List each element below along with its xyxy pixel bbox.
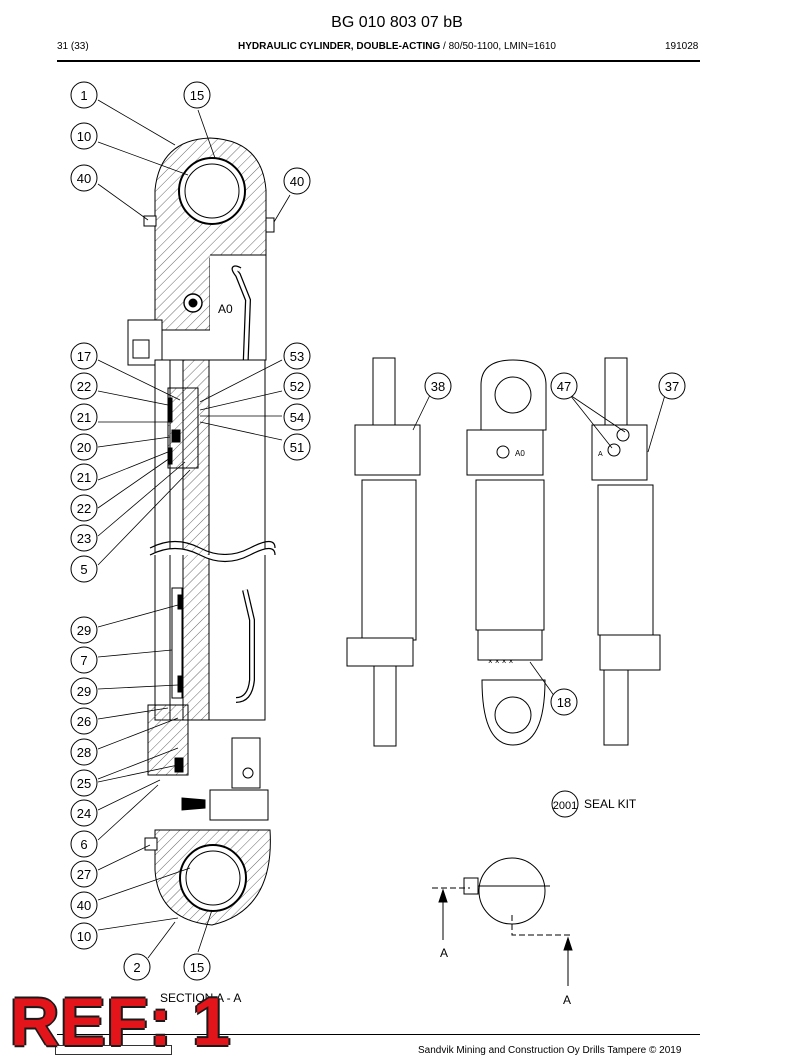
callout-balloon <box>70 860 98 888</box>
callout-balloon <box>70 677 98 705</box>
callout-balloon <box>183 81 211 109</box>
callout-label: 21 <box>77 470 91 485</box>
section-caption: SECTION A - A <box>160 991 242 1005</box>
callout-balloon <box>70 164 98 192</box>
callout-label: 17 <box>77 349 91 364</box>
port-label: A0 <box>218 302 233 316</box>
callout-label: 22 <box>77 379 91 394</box>
callout-label: 52 <box>290 379 304 394</box>
callout-balloon <box>70 372 98 400</box>
callout-label: 47 <box>557 379 571 394</box>
ref-stamp: REF: 1 <box>10 984 232 1060</box>
document-subtitle: HYDRAULIC CYLINDER, DOUBLE-ACTING / 80/5… <box>0 41 794 52</box>
callout-label: 21 <box>77 410 91 425</box>
callout-balloon <box>70 433 98 461</box>
leader-lines <box>97 99 666 959</box>
callout-label: 54 <box>290 410 304 425</box>
callout-balloon <box>283 342 311 370</box>
callout-label: 40 <box>77 171 91 186</box>
port-label: A <box>598 451 603 458</box>
header-rule <box>57 60 700 62</box>
callout-balloon <box>70 122 98 150</box>
callout-balloon <box>550 688 578 716</box>
callout-balloon <box>123 953 151 981</box>
port-label: A0 <box>515 449 525 458</box>
section-mark: A <box>440 946 448 960</box>
callout-balloon <box>70 891 98 919</box>
callout-balloon <box>424 372 452 400</box>
callout-label: 28 <box>77 745 91 760</box>
callout-label: 40 <box>290 174 304 189</box>
footer-rule <box>57 1034 700 1035</box>
callout-label: 20 <box>77 440 91 455</box>
document-title: BG 010 803 07 bB <box>331 14 463 31</box>
callout-balloon <box>70 463 98 491</box>
callout-label: 37 <box>665 379 679 394</box>
callout-label: 6 <box>80 837 87 852</box>
callout-balloon <box>551 790 579 818</box>
callout-label: 15 <box>190 960 204 975</box>
seal-kit-label: SEAL KIT <box>584 797 637 811</box>
section-mark: A <box>563 993 571 1007</box>
callout-label: 10 <box>77 129 91 144</box>
callout-label: 24 <box>77 806 91 821</box>
callout-balloon <box>70 646 98 674</box>
callout-label: 27 <box>77 867 91 882</box>
callout-label: 29 <box>77 684 91 699</box>
callout-balloon <box>70 403 98 431</box>
callout-balloon <box>283 167 311 195</box>
callout-label: 2001 <box>553 800 577 812</box>
callout-label: 22 <box>77 501 91 516</box>
callout-label: 23 <box>77 531 91 546</box>
callout-balloon <box>70 769 98 797</box>
section-view: A0 <box>127 137 276 926</box>
callout-label: 40 <box>77 898 91 913</box>
callout-balloon <box>283 433 311 461</box>
external-views: A0 × × × × A <box>346 357 661 747</box>
callout-balloon <box>70 707 98 735</box>
callout-balloon <box>183 953 211 981</box>
callout-balloon <box>70 922 98 950</box>
callout-balloon <box>70 555 98 583</box>
callout-balloons: 1 10 40 17 22 21 20 21 22 23 5 29 7 29 26 28 25 24 6 27 40 10… <box>70 81 686 981</box>
callout-label: 26 <box>77 714 91 729</box>
subtitle-part: / 80/50-1100, LMIN=1610 <box>440 41 556 52</box>
callout-balloon <box>70 494 98 522</box>
callout-label: 2 <box>133 960 140 975</box>
callout-label: 25 <box>77 776 91 791</box>
callout-label: 53 <box>290 349 304 364</box>
callout-label: 10 <box>77 929 91 944</box>
callout-balloon <box>550 372 578 400</box>
callout-balloon <box>70 524 98 552</box>
callout-label: 51 <box>290 440 304 455</box>
callout-balloon <box>70 342 98 370</box>
callout-balloon <box>70 799 98 827</box>
section-a-a: A A <box>432 857 573 1007</box>
callout-label: 15 <box>190 88 204 103</box>
callout-balloon <box>70 616 98 644</box>
callout-balloon <box>70 81 98 109</box>
callout-label: 1 <box>80 88 87 103</box>
callout-balloon <box>658 372 686 400</box>
document-code: 191028 <box>665 41 699 52</box>
callout-label: 5 <box>80 562 87 577</box>
callout-label: 29 <box>77 623 91 638</box>
callout-label: 38 <box>431 379 445 394</box>
page-number: 31 (33) <box>57 41 89 52</box>
callout-label: 7 <box>80 653 87 668</box>
callout-balloon <box>283 403 311 431</box>
cross-marks: × × × × <box>488 657 514 666</box>
callout-balloon <box>70 830 98 858</box>
callout-balloon <box>70 738 98 766</box>
callout-label: 18 <box>557 695 571 710</box>
copyright-text: Sandvik Mining and Construction Oy Drill… <box>418 1045 682 1056</box>
callout-balloon <box>283 372 311 400</box>
subtitle-part: HYDRAULIC CYLINDER, DOUBLE-ACTING <box>238 41 441 52</box>
